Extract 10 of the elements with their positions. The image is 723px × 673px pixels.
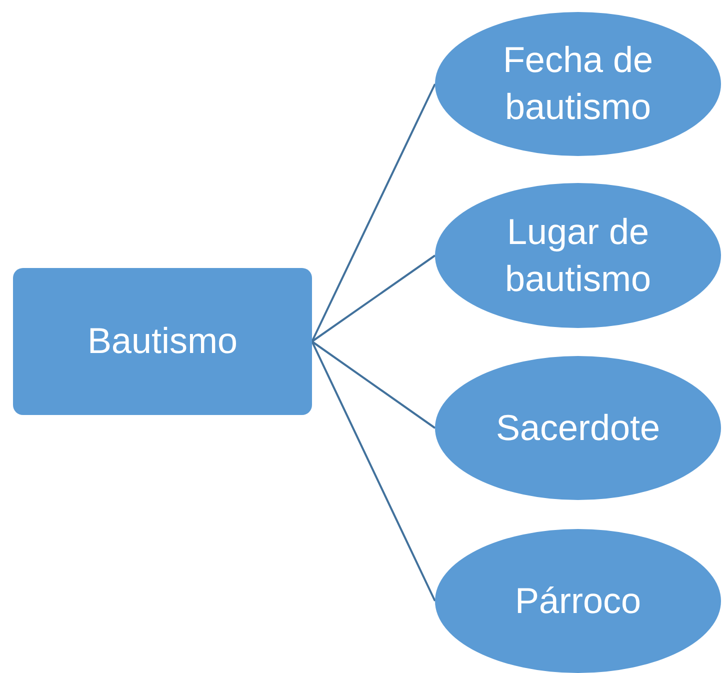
node-label: Fecha de bautismo — [502, 38, 654, 129]
connector-line — [311, 341, 436, 602]
node-label: Sacerdote — [496, 406, 660, 450]
connector-line — [311, 84, 436, 342]
rounded-rectangle — [13, 268, 312, 415]
connector-line — [311, 254, 436, 342]
connector-line — [311, 340, 436, 429]
node-label: Bautismo — [87, 319, 238, 364]
node-label: Párroco — [514, 578, 642, 623]
node-label: Lugar de bautismo — [504, 210, 652, 300]
